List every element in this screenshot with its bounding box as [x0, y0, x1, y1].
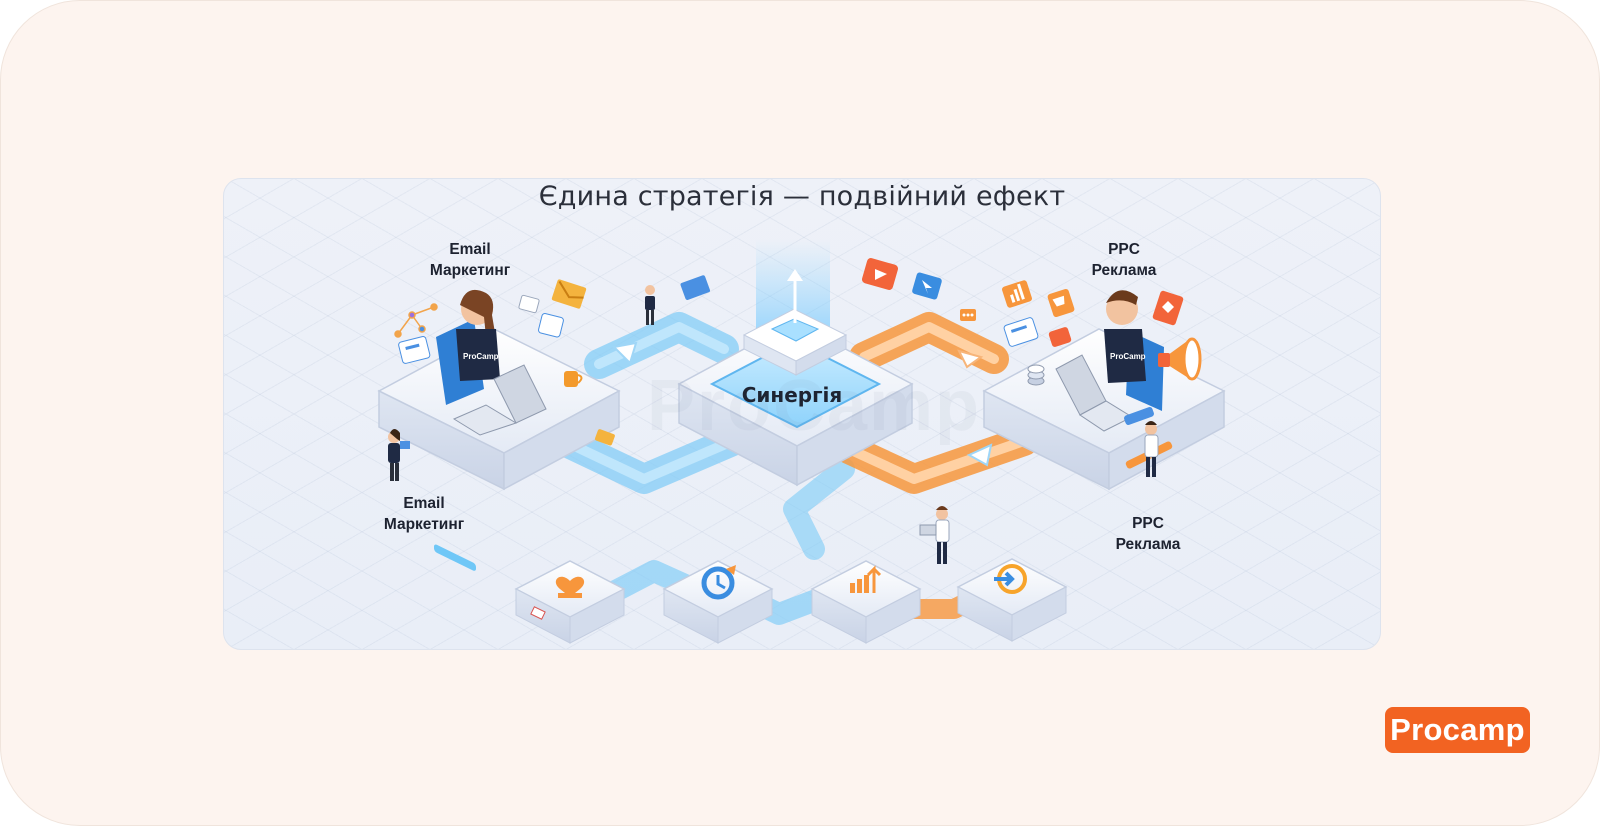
laptop-icon — [452, 364, 547, 436]
growth-chart-icon — [850, 565, 882, 593]
clock-icon — [701, 566, 735, 600]
synergy-illustration: ProCamp — [377, 239, 1226, 644]
phone-icon — [1124, 407, 1154, 425]
shirt-logo: ProCamp — [463, 352, 499, 361]
arrow-icon — [966, 443, 993, 467]
standing-person — [388, 429, 410, 481]
page-title: Єдина стратегія — подвійний ефект — [538, 181, 1066, 212]
email-label-bottom-line1: Email — [403, 495, 445, 512]
ppc-platform — [982, 328, 1226, 491]
cart-icon — [1047, 288, 1075, 318]
laptop-icon — [1055, 354, 1134, 432]
message-icon — [960, 309, 976, 321]
email-label-top-line2: Маркетинг — [429, 262, 511, 279]
synergy-label: Синергія — [741, 383, 843, 407]
ppc-label-top: PPC Реклама — [1074, 239, 1174, 281]
procamp-logo: Procamp — [1385, 707, 1530, 753]
watermark: ProCamp — [646, 366, 982, 446]
ad-card-icon — [1152, 290, 1184, 326]
standing-person — [1144, 421, 1159, 477]
ppc-marketer: ProCamp — [1104, 290, 1164, 411]
document-icon — [398, 313, 564, 364]
standing-person — [919, 506, 950, 564]
envelope-icon — [594, 429, 615, 446]
clock-box — [662, 560, 774, 644]
ppc-label-bottom-line1: PPC — [1132, 515, 1164, 532]
shirt-logo: ProCamp — [1110, 352, 1146, 361]
growth-chart-icon — [1002, 280, 1032, 308]
ppc-label-bottom: PPC Реклама — [1098, 513, 1198, 555]
synergy-platform — [677, 239, 914, 487]
orange-flow-lane-top — [849, 312, 1009, 374]
standing-person — [645, 285, 655, 325]
email-label-top: Email Маркетинг — [420, 239, 520, 281]
ppc-label-bottom-line2: Реклама — [1115, 536, 1181, 553]
envelope-icon — [551, 279, 587, 309]
megaphone-icon — [1158, 337, 1202, 381]
illustration-panel: ProCamp — [223, 178, 1381, 650]
email-marketer: ProCamp — [436, 289, 500, 405]
email-platform — [377, 328, 621, 571]
ppc-label-top-line2: Реклама — [1091, 262, 1157, 279]
envelope-icon — [518, 294, 540, 314]
coins-icon — [1027, 364, 1045, 386]
heart-box — [514, 560, 626, 644]
ppc-label-top-line1: PPC — [1108, 241, 1140, 258]
play-icon — [861, 258, 899, 290]
arrow-icon — [611, 341, 638, 365]
network-nodes-icon — [394, 303, 438, 338]
coffee-mug-icon — [564, 371, 583, 387]
email-label-bottom: Email Маркетинг — [374, 493, 474, 535]
message-icon — [1048, 327, 1072, 347]
arrow-icon — [957, 349, 984, 369]
heart-icon — [555, 576, 585, 597]
email-label-top-line1: Email — [449, 241, 491, 258]
email-label-bottom-line2: Маркетинг — [383, 516, 465, 533]
chart-box — [810, 560, 922, 644]
target-icon — [994, 564, 1027, 594]
cursor-icon — [912, 272, 942, 300]
envelope-icon — [680, 275, 711, 300]
target-box — [956, 558, 1068, 642]
document-icon — [1003, 317, 1039, 347]
